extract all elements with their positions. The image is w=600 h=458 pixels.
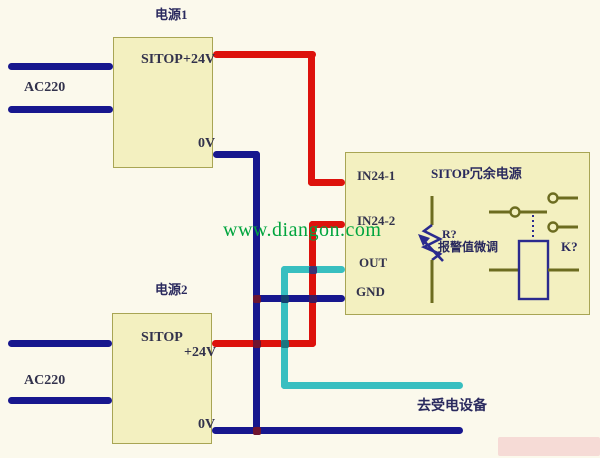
pot-desc-label: 报警值微调 [438,240,499,254]
wire-in24-1-stub [308,179,345,186]
wire-ac220-psu1-bottom [8,106,113,113]
psu1-box [113,37,213,168]
load-label: 去受电设备 [417,399,487,414]
psu2-title: 电源2 [155,282,188,297]
wire-ac220-psu2-top [8,340,112,347]
wire-in24-2-stub [309,221,345,228]
psu2-brand-label: SITOP [141,330,183,345]
crossing-navy-red [309,295,317,303]
watermark-text: www.diangon.com [223,219,382,241]
wire-out-to-load [281,382,463,389]
wire-psu2-24v-horizontal [212,340,316,347]
junction-0v-bus [253,427,261,435]
module-in24-2-label: IN24-2 [357,213,396,228]
junction-0v-gnd [253,295,261,303]
psu1-title: 电源1 [155,7,188,22]
pot-ref-label: R? [442,227,457,241]
relay-ref-label: K? [561,239,578,254]
crossing-cyan-red2 [281,340,289,348]
crossing-cyan-red [309,266,317,274]
module-out-label: OUT [359,255,388,270]
wire-gnd-branch [256,295,345,302]
junction-red-over-navy [253,340,261,348]
psu1-24v-label: +24V [183,52,216,67]
module-title: SITOP冗余电源 [431,166,522,181]
wire-psu1-0v-vertical [253,151,260,434]
module-gnd-label: GND [356,284,385,299]
psu2-box [112,313,212,444]
wire-psu2-24v-vertical [309,221,316,347]
psu2-ac220-label: AC220 [24,373,66,388]
wire-psu1-24v-horizontal [213,51,316,58]
wire-psu1-0v-horizontal [213,151,260,158]
corner-artifact [498,437,600,456]
wire-ac220-psu1-top [8,63,113,70]
wire-0v-bus-to-load [212,427,463,434]
wire-ac220-psu2-bottom [8,397,112,404]
psu1-0v-label: 0V [198,136,216,151]
module-in24-1-label: IN24-1 [357,168,396,183]
crossing-navy-cyan [281,295,289,303]
psu2-0v-label: 0V [198,417,216,432]
wire-out-vertical [281,266,288,389]
psu1-ac220-label: AC220 [24,80,66,95]
wire-psu1-24v-vertical [308,51,315,186]
psu2-24v-label: +24V [184,345,217,360]
psu1-brand-label: SITOP [141,52,183,67]
